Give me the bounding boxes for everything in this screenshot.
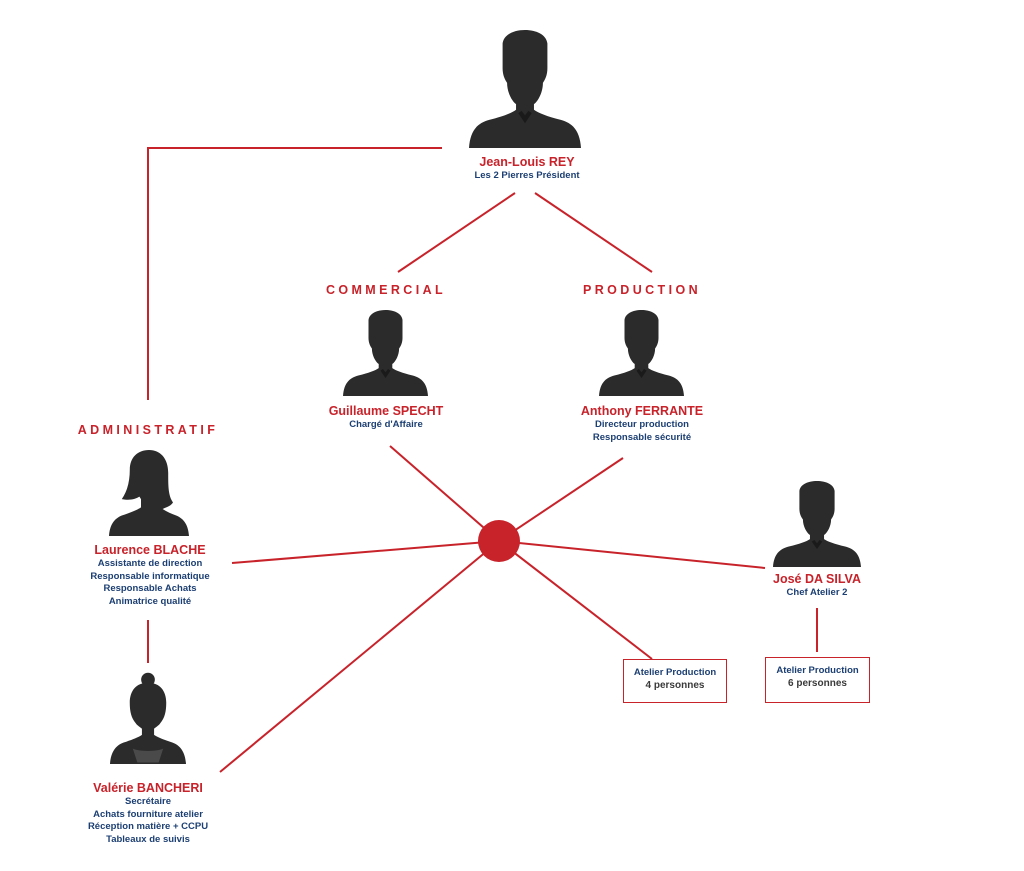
person-name: Guillaume SPECHT [328, 404, 444, 418]
connector-chef-hub [498, 540, 766, 569]
connector-president-production [534, 192, 653, 273]
dept-label-administratif: ADMINISTRATIF [77, 423, 219, 437]
male-silhouette-icon [343, 310, 428, 396]
male-silhouette-icon [599, 310, 684, 396]
person-role: Responsable sécurité [592, 431, 692, 443]
person-role: Tableaux de suivis [106, 833, 190, 845]
person-role: Les 2 Pierres Président [474, 170, 580, 181]
person-commercial: Guillaume SPECHT Chargé d'Affaire [329, 404, 444, 432]
person-name: Jean-Louis REY [479, 155, 575, 169]
person-role: Assistante de direction [97, 558, 203, 569]
female-silhouette-icon [110, 672, 186, 764]
person-name: Valérie BANCHERI [93, 781, 203, 795]
person-name: Laurence BLACHE [94, 543, 206, 557]
male-silhouette-icon [469, 30, 581, 148]
person-role: Chargé d'Affaire [349, 419, 423, 430]
dept-label-commercial: COMMERCIAL [325, 283, 447, 297]
team-count: 6 personnes [788, 678, 847, 689]
connector-hub-secretaire [219, 540, 500, 773]
connector-admin-hub [231, 540, 500, 564]
hub-dot-icon [478, 520, 520, 562]
person-role: Responsable informatique [90, 570, 210, 582]
person-president: Jean-Louis REY Les 2 Pierres Président [474, 155, 579, 183]
person-name: José DA SILVA [773, 572, 861, 586]
person-role: Chef Atelier 2 [786, 587, 848, 598]
connector-commercial-hub [389, 445, 500, 542]
connector-president-commercial [397, 192, 516, 273]
team-count: 4 personnes [645, 680, 705, 691]
team-box-atelier-4: Atelier Production 4 personnes [623, 659, 727, 703]
female-silhouette-icon [109, 450, 189, 536]
team-title: Atelier Production [776, 665, 859, 676]
person-role: Animatrice qualité [108, 595, 192, 607]
team-box-atelier-6: Atelier Production 6 personnes [765, 657, 870, 703]
person-admin: Laurence BLACHE Assistante de direction … [90, 543, 209, 608]
person-name: Anthony FERRANTE [580, 404, 704, 418]
person-role: Achats fourniture atelier [93, 808, 203, 820]
person-role: Directeur production [595, 419, 689, 430]
team-title: Atelier Production [633, 667, 717, 678]
connector-president-admin [147, 147, 442, 400]
dept-label-production: PRODUCTION [582, 283, 702, 297]
connector-hub-atelier-4 [498, 540, 653, 660]
male-silhouette-icon [773, 481, 861, 567]
person-role: Réception matière + CCPU [87, 821, 209, 832]
person-secretaire: Valérie BANCHERI Secrétaire Achats fourn… [88, 781, 208, 846]
person-role: Responsable Achats [103, 583, 197, 594]
person-role: Secrétaire [125, 796, 171, 807]
person-chef-atelier: José DA SILVA Chef Atelier 2 [773, 572, 861, 600]
connector-production-hub [498, 457, 624, 542]
person-production: Anthony FERRANTE Directeur production Re… [581, 404, 703, 444]
